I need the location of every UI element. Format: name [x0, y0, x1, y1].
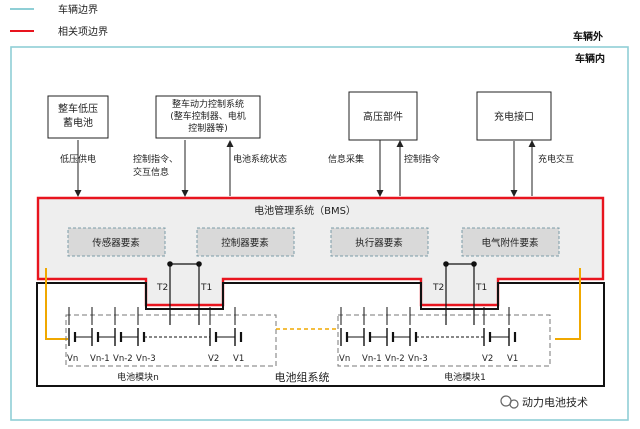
wire-right — [555, 268, 581, 340]
element-actuator — [330, 227, 429, 257]
watermark: 动力电池技术 — [500, 395, 588, 409]
module-n-outline — [65, 314, 277, 367]
watermark-text: 动力电池技术 — [522, 396, 588, 409]
cell-label: Vn-3 — [408, 354, 428, 364]
block-powertrain: 整车动力控制系统 (整车控制器、电机 控制器等) — [155, 95, 261, 139]
module-1-label: 电池模块1 — [444, 371, 486, 383]
cell-label: V2 — [482, 354, 493, 364]
powertrain-line3: 控制器等) — [188, 122, 228, 134]
cell-label: Vn-3 — [136, 354, 156, 364]
terminal-t1-left: T1 — [200, 283, 212, 293]
wire-left — [45, 268, 68, 340]
cell-label: Vn-1 — [90, 354, 110, 364]
label-control-instr: 控制指令 — [404, 153, 440, 165]
legend-vehicle-label: 车辆边界 — [58, 3, 98, 16]
bms-boundary — [36, 196, 605, 307]
cell-label: Vn-1 — [362, 354, 382, 364]
element-controller — [196, 227, 295, 257]
element-sensor — [67, 227, 166, 257]
block-lv-battery: 整车低压 蓄电池 — [47, 95, 109, 139]
pack-boundary — [36, 282, 605, 387]
terminal-t2-left: T2 — [156, 283, 168, 293]
cell-label: V2 — [208, 354, 219, 364]
terminals — [167, 261, 477, 325]
bms-title: 电池管理系统（BMS） — [254, 204, 356, 217]
legend-related-label: 相关项边界 — [58, 25, 108, 38]
lv-battery-line2: 蓄电池 — [63, 116, 93, 129]
block-charge-port: 充电接口 — [476, 91, 552, 141]
label-control-cmd-2: 交互信息 — [133, 166, 169, 178]
element-sensor-label: 传感器要素 — [92, 237, 140, 249]
legend: 车辆边界 相关项边界 — [10, 3, 108, 38]
arrows — [74, 140, 536, 197]
powertrain-line2: (整车控制器、电机 — [170, 110, 246, 122]
element-actuator-label: 执行器要素 — [355, 237, 403, 249]
terminal-t2-right: T2 — [432, 283, 444, 293]
charge-port-label: 充电接口 — [494, 110, 534, 123]
label-control-cmd-1: 控制指令、 — [133, 153, 178, 165]
vehicle-boundary — [10, 46, 629, 421]
orange-wires — [45, 268, 581, 340]
lv-battery-line1: 整车低压 — [58, 102, 98, 115]
label-lv-supply: 低压供电 — [60, 153, 96, 165]
element-controller-label: 控制器要素 — [221, 237, 269, 249]
element-electrical — [461, 227, 560, 257]
element-electrical-label: 电气附件要素 — [481, 237, 539, 249]
zone-inside-label: 车辆内 — [575, 52, 605, 65]
hv-parts-label: 高压部件 — [363, 110, 403, 123]
powertrain-line1: 整车动力控制系统 — [172, 98, 244, 110]
terminal-t1-right: T1 — [475, 283, 487, 293]
cell-label: Vn — [67, 354, 78, 364]
label-info-collect: 信息采集 — [328, 153, 364, 165]
pack-title: 电池组系统 — [275, 370, 330, 384]
label-battery-status: 电池系统状态 — [233, 153, 287, 165]
cell-label: Vn-2 — [113, 354, 133, 364]
cell-label: V1 — [233, 354, 244, 364]
zone-outside-label: 车辆外 — [573, 30, 603, 43]
cell-label: Vn — [339, 354, 350, 364]
cell-label: V1 — [507, 354, 518, 364]
label-charge-interact: 充电交互 — [538, 153, 574, 165]
module-n-label: 电池模块n — [117, 371, 159, 383]
module-1-outline — [337, 314, 551, 367]
bms-elements: 传感器要素 控制器要素 执行器要素 电气附件要素 — [67, 227, 560, 257]
block-hv-parts: 高压部件 — [348, 91, 418, 141]
cell-label: Vn-2 — [385, 354, 405, 364]
